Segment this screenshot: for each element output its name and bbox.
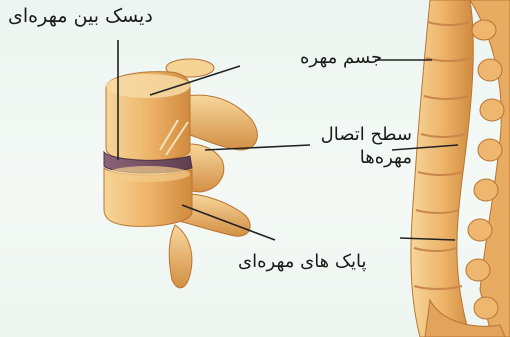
vertebral-bodies-column (411, 0, 473, 337)
spinous-processes (470, 0, 510, 337)
label-intervertebral-disc: دیسک بین مهره‌ای (8, 6, 153, 27)
label-vertebral-pedicle: پایک های مهره‌ای (238, 252, 367, 272)
label-vertebral-body: جسم مهره (300, 48, 382, 68)
vertebrae-closeup (104, 59, 257, 288)
spinal-column (411, 0, 510, 337)
label-facet-joint: سطح اتصال مهره‌ها (312, 124, 412, 169)
lower-tail-process (169, 225, 192, 288)
